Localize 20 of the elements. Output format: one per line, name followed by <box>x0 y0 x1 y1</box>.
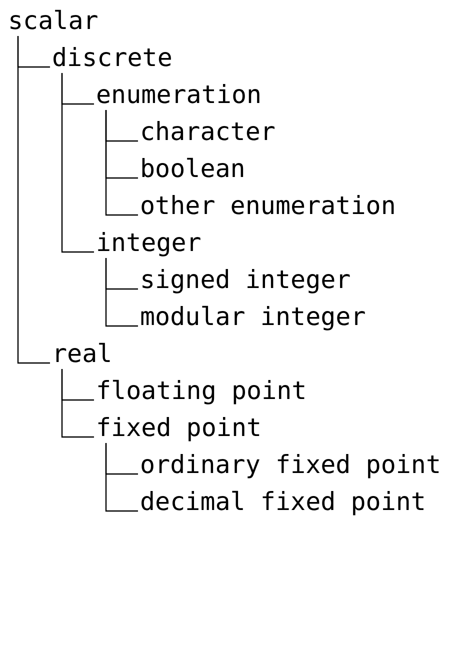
tree-connector <box>61 73 94 253</box>
tree-connector <box>105 258 138 327</box>
tree-node-label: character <box>140 117 276 147</box>
tree-node-label: discrete <box>52 43 172 73</box>
tree-connector <box>17 36 50 364</box>
tree-node-label: scalar <box>8 6 98 36</box>
tree-connector <box>61 369 94 438</box>
tree-node-label: decimal fixed point <box>140 487 426 517</box>
tree-node-label: other enumeration <box>140 191 396 221</box>
tree-node-label: floating point <box>96 376 307 406</box>
tree-node-label: integer <box>96 228 202 258</box>
tree-node-label: signed integer <box>140 265 351 295</box>
tree-node-label: fixed point <box>96 413 262 443</box>
tree-connector <box>105 110 138 216</box>
tree-node-label: enumeration <box>96 80 262 110</box>
tree-node-label: boolean <box>140 154 246 184</box>
tree-node-label: modular integer <box>140 302 366 332</box>
tree-node-label: ordinary fixed point <box>140 450 442 480</box>
tree-node-label: real <box>52 339 112 369</box>
tree-connector <box>105 443 138 512</box>
